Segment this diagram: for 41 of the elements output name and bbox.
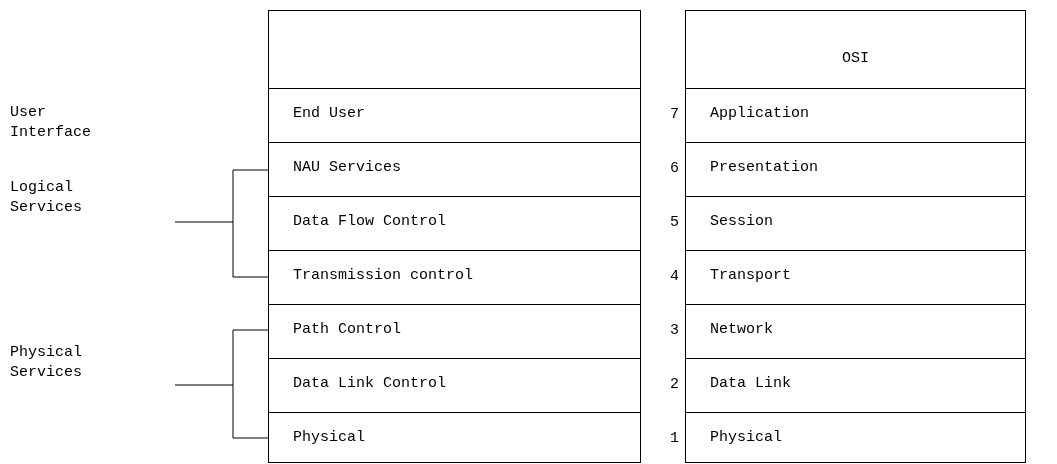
layer-name: Application	[710, 104, 810, 124]
layer-name: Physical	[293, 428, 365, 448]
layer-box	[268, 412, 641, 463]
layer-box	[685, 250, 1026, 305]
header-box	[268, 10, 641, 89]
layer-name: Transmission control	[293, 266, 474, 286]
layer-name: Session	[710, 212, 773, 232]
layer-box	[685, 142, 1026, 197]
layer-name: Data Link Control	[293, 374, 447, 394]
layer-name: Presentation	[710, 158, 819, 178]
service-label: User Interface	[10, 103, 92, 143]
layer-name: Data Flow Control	[293, 212, 447, 232]
layer-number: 6	[669, 159, 679, 179]
layer-box	[268, 250, 641, 305]
layer-box	[268, 142, 641, 197]
layer-number: 3	[669, 321, 679, 341]
layer-box	[268, 196, 641, 251]
layer-number: 2	[669, 375, 679, 395]
layer-name: Data Link	[710, 374, 791, 394]
layer-box	[685, 88, 1026, 143]
layer-name: NAU Services	[293, 158, 402, 178]
layer-name: Physical	[710, 428, 782, 448]
layer-box	[685, 304, 1026, 359]
layer-number: 4	[669, 267, 679, 287]
layer-box	[268, 88, 641, 143]
layer-name: Path Control	[293, 320, 402, 340]
layer-name: End User	[293, 104, 365, 124]
layer-number: 1	[669, 429, 679, 449]
layer-number: 5	[669, 213, 679, 233]
header-box	[685, 10, 1026, 89]
layer-box	[268, 358, 641, 413]
layer-name: Network	[710, 320, 773, 340]
service-label: Logical Services	[10, 178, 83, 218]
layer-box	[685, 412, 1026, 463]
layer-name: Transport	[710, 266, 791, 286]
layer-box	[685, 196, 1026, 251]
layer-box	[268, 304, 641, 359]
layer-box	[685, 358, 1026, 413]
column-heading: OSI	[842, 48, 869, 69]
layer-number: 7	[669, 105, 679, 125]
service-label: Physical Services	[10, 343, 83, 383]
